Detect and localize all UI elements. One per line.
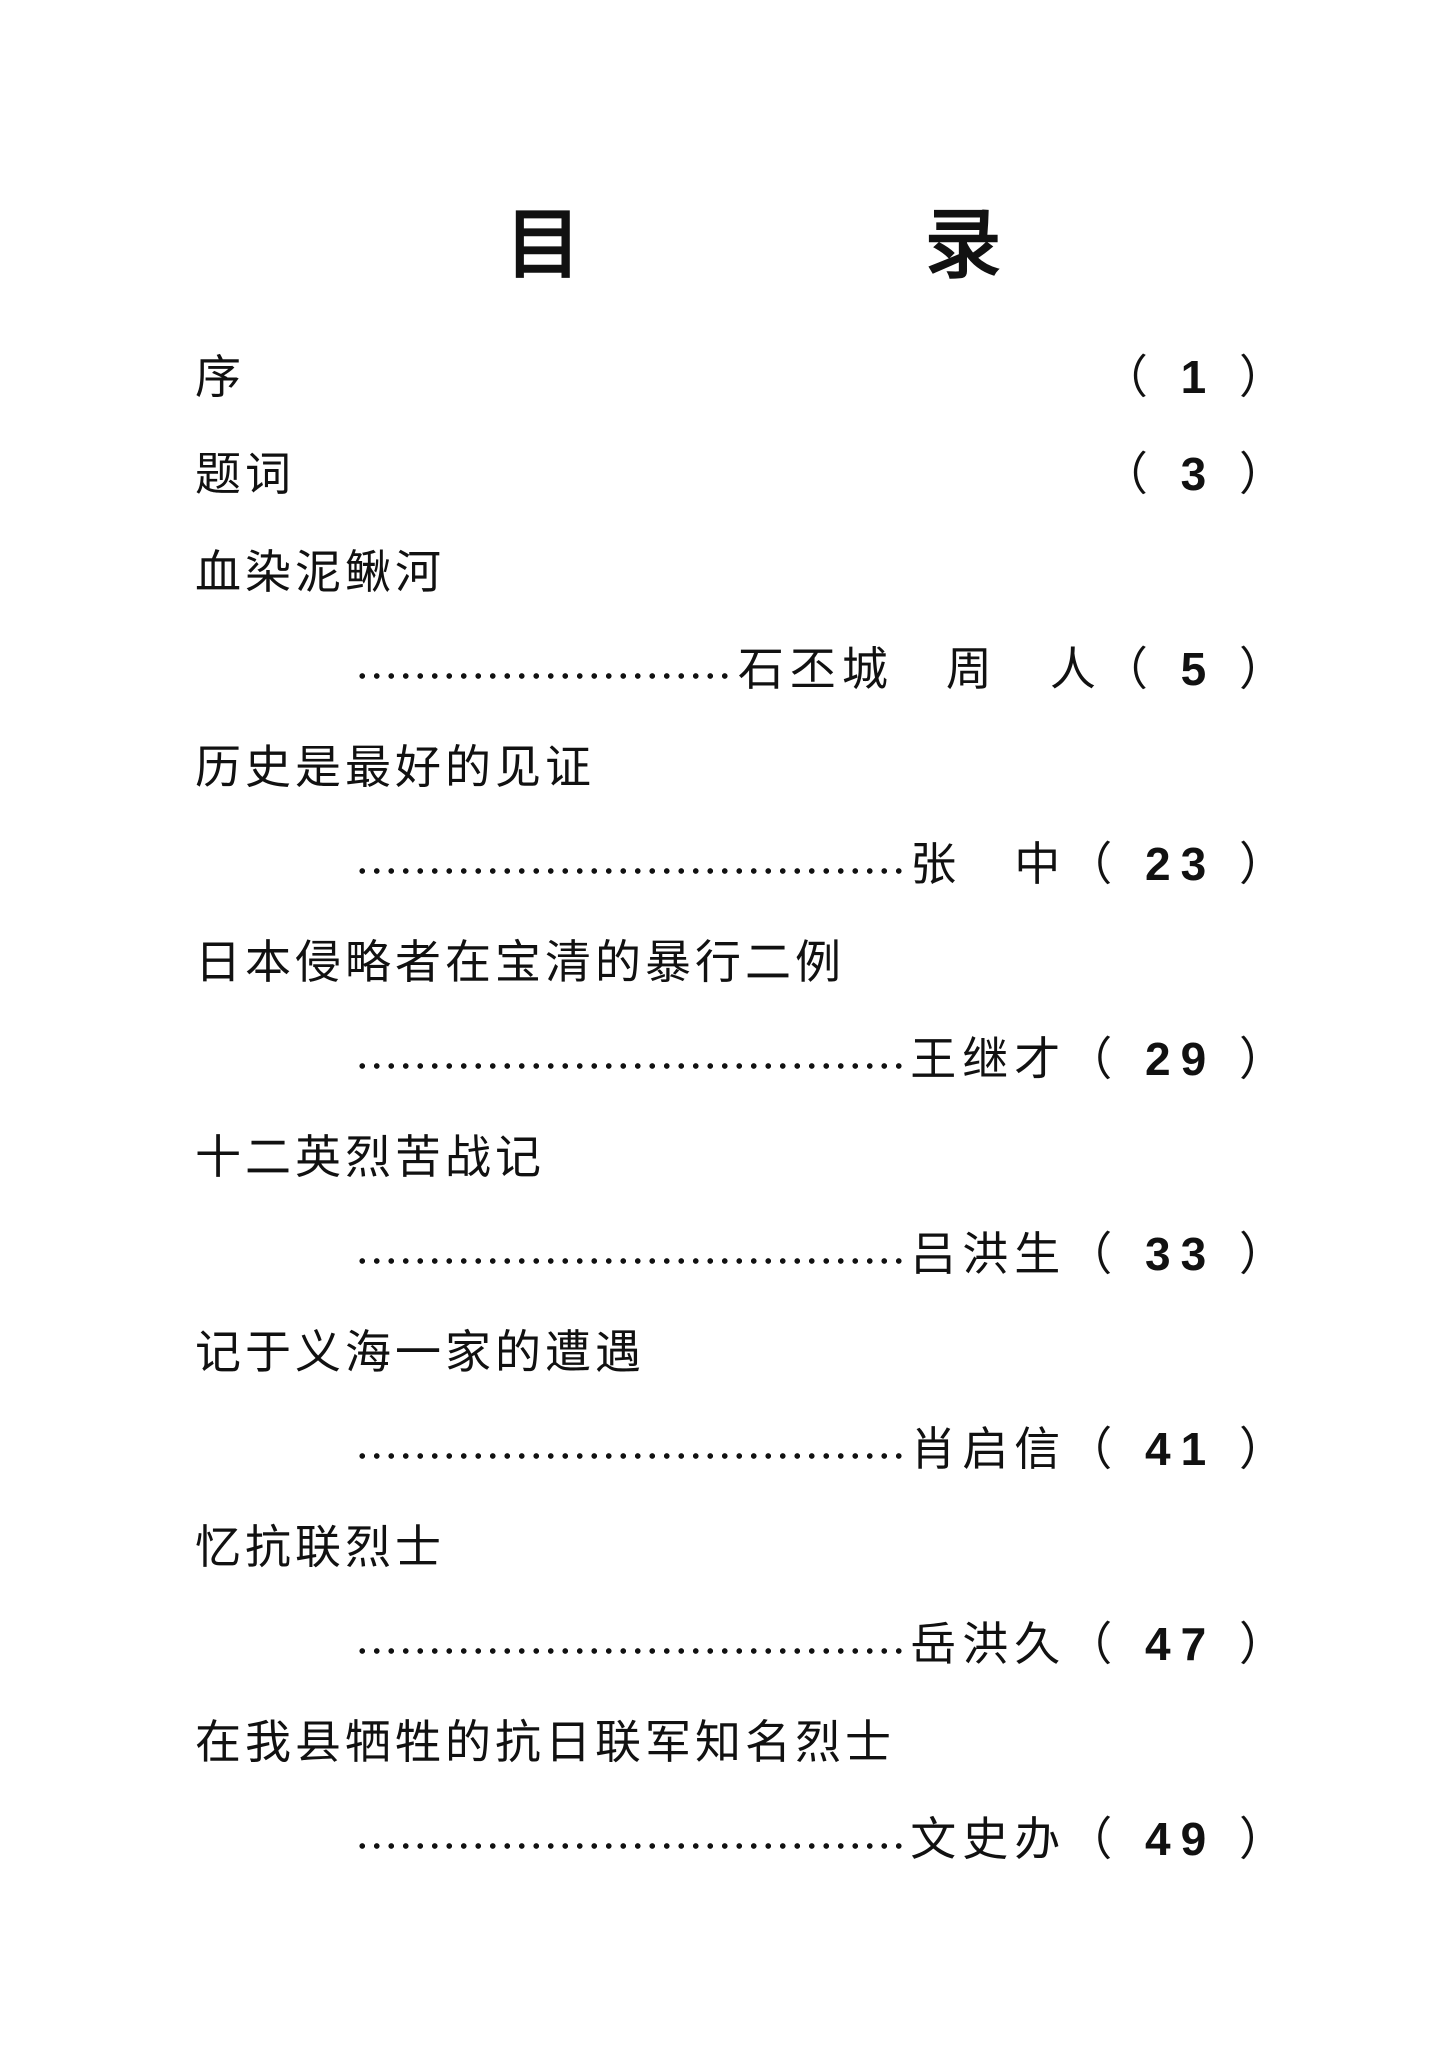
paren-open: （ — [1066, 1617, 1123, 1672]
toc-entry-author-row: 肖启信（ 41 ） — [195, 1401, 1295, 1499]
paren-open: （ — [1066, 1812, 1123, 1867]
toc-entry-author: 石丕城 周 人 — [737, 642, 1102, 697]
paren-open: （ — [1066, 1422, 1123, 1477]
toc-entry-author: 岳洪久 — [910, 1617, 1067, 1672]
page-number-value: 41 — [1145, 1423, 1217, 1476]
page-number-value: 3 — [1180, 448, 1217, 501]
paren-close: ） — [1239, 1422, 1295, 1477]
toc-entry-author-row: 张 中（ 23 ） — [195, 816, 1295, 914]
dot-leader — [355, 1056, 907, 1077]
toc-entry-title-row: 忆抗联烈士 — [195, 1498, 1295, 1596]
paren-open: （ — [1101, 349, 1158, 404]
toc-entry-title-row: 历史是最好的见证 — [195, 718, 1295, 816]
toc-entry-title: 十二英烈苦战记 — [195, 1129, 545, 1184]
page-number-value: 33 — [1145, 1228, 1217, 1281]
page-number: （ 33 ） — [1066, 1224, 1295, 1284]
page-number-value: 47 — [1145, 1618, 1217, 1671]
toc-entry-author: 王继才 — [910, 1032, 1067, 1087]
page-number: （ 3 ） — [1102, 444, 1295, 504]
toc-entry-author: 吕洪生 — [910, 1227, 1067, 1282]
toc-entry-title-row: 在我县牺牲的抗日联军知名烈士 — [195, 1693, 1295, 1791]
page-number: （ 23 ） — [1066, 834, 1295, 894]
page-number: （ 1 ） — [1102, 347, 1295, 407]
toc-entry-title: 在我县牺牲的抗日联军知名烈士 — [195, 1714, 895, 1769]
paren-close: ） — [1239, 1812, 1295, 1867]
page-number: （ 49 ） — [1066, 1809, 1295, 1869]
dot-leader — [355, 1446, 907, 1467]
toc-entry-author-row: 王继才（ 29 ） — [195, 1011, 1295, 1109]
toc-entry-title: 日本侵略者在宝清的暴行二例 — [195, 934, 845, 989]
paren-close: ） — [1239, 1227, 1295, 1282]
toc-entry-author: 肖启信 — [910, 1422, 1067, 1477]
toc-entry-title-row: 题词 （ 3 ） — [195, 426, 1295, 524]
page-number-value: 23 — [1145, 838, 1217, 891]
paren-open: （ — [1066, 837, 1123, 892]
paren-open: （ — [1101, 447, 1158, 502]
toc-entry-author: 张 中 — [910, 837, 1067, 892]
toc-entry-title-row: 十二英烈苦战记 — [195, 1108, 1295, 1206]
toc-entry-title-row: 日本侵略者在宝清的暴行二例 — [195, 913, 1295, 1011]
dot-leader — [355, 861, 907, 882]
paren-open: （ — [1066, 1227, 1123, 1282]
paren-open: （ — [1066, 1032, 1123, 1087]
toc-entry-title: 序 — [195, 349, 245, 404]
toc-entry-title: 历史是最好的见证 — [195, 739, 595, 794]
paren-open: （ — [1101, 642, 1158, 697]
paren-close: ） — [1239, 837, 1295, 892]
table-of-contents: 序（ 1 ）题词（ 3 ）血染泥鳅河石丕城 周 人（ 5 ）历史是最好的见证张 … — [195, 328, 1295, 1888]
page-number: （ 5 ） — [1102, 639, 1295, 699]
toc-entry-author-row: 吕洪生（ 33 ） — [195, 1206, 1295, 1304]
dot-leader — [355, 1251, 907, 1272]
page-title-char-2: 录 — [925, 200, 1001, 289]
page-number: （ 47 ） — [1066, 1614, 1295, 1674]
toc-entry-title-row: 记于义海一家的遭遇 — [195, 1303, 1295, 1401]
paren-close: ） — [1239, 642, 1295, 697]
toc-entry-author-row: 石丕城 周 人（ 5 ） — [195, 621, 1295, 719]
paren-close: ） — [1239, 349, 1295, 404]
page-number-value: 29 — [1145, 1033, 1217, 1086]
page-number: （ 29 ） — [1066, 1029, 1295, 1089]
page-title-char-1: 目 — [505, 200, 581, 289]
page-number: （ 41 ） — [1066, 1419, 1295, 1479]
paren-close: ） — [1239, 1032, 1295, 1087]
toc-entry-title: 忆抗联烈士 — [195, 1519, 445, 1574]
page-number-value: 49 — [1145, 1813, 1217, 1866]
toc-entry-title: 记于义海一家的遭遇 — [195, 1324, 645, 1379]
page-title: 目 录 — [0, 200, 1451, 290]
toc-entry-title-row: 序 （ 1 ） — [195, 328, 1295, 426]
toc-entry-title: 血染泥鳅河 — [195, 544, 445, 599]
toc-entry-title: 题词 — [195, 447, 295, 502]
paren-close: ） — [1239, 447, 1295, 502]
toc-entry-author: 文史办 — [910, 1812, 1067, 1867]
dot-leader — [355, 666, 734, 687]
page-number-value: 5 — [1180, 643, 1217, 696]
toc-entry-author-row: 岳洪久（ 47 ） — [195, 1596, 1295, 1694]
paren-close: ） — [1239, 1617, 1295, 1672]
dot-leader — [355, 1641, 907, 1662]
dot-leader — [355, 1836, 907, 1857]
toc-entry-author-row: 文史办（ 49 ） — [195, 1791, 1295, 1889]
page-number-value: 1 — [1180, 350, 1217, 403]
toc-entry-title-row: 血染泥鳅河 — [195, 523, 1295, 621]
